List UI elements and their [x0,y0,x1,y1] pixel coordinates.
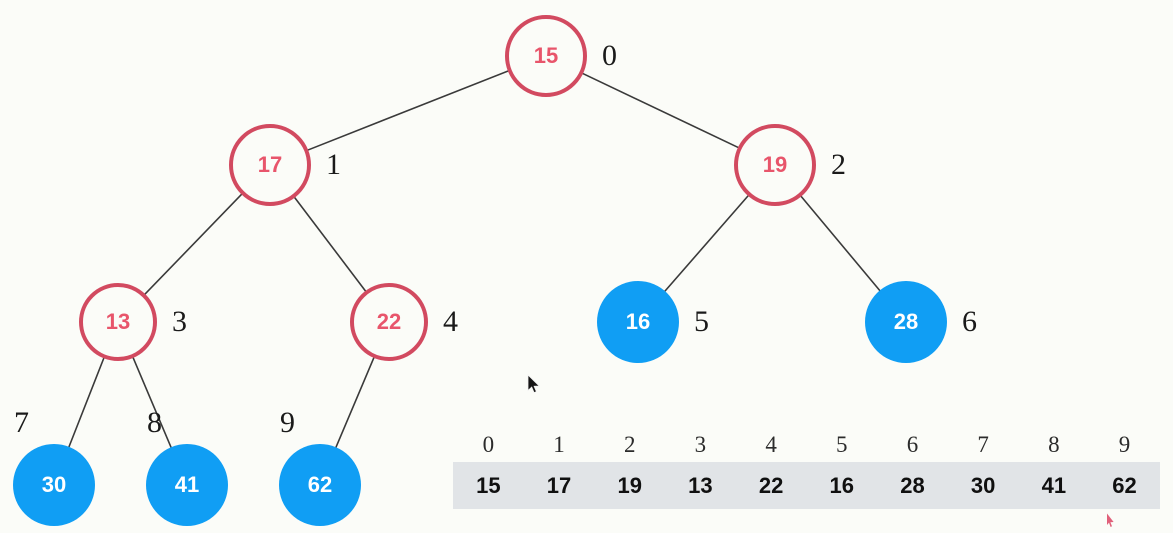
array-index-cell: 1 [553,432,565,457]
tree-node-index-label-2: 2 [831,148,846,181]
array-representation-table: 0 1 2 3 4 5 6 7 8 9 15 17 19 13 22 16 28 30 41 62 [453,428,1160,509]
tree-edge [67,357,105,449]
tree-node-value: 22 [376,309,402,334]
array-index-cell: 4 [765,432,777,457]
tree-edge [143,193,243,296]
tree-node-value: 30 [41,472,67,497]
tree-node-2[interactable]: 19 [734,124,816,206]
tree-edge [663,194,750,293]
array-index-cell: 3 [694,432,707,457]
array-value-cell[interactable]: 15 [476,472,501,498]
tree-node-9[interactable]: 62 [279,444,361,526]
array-value-cell[interactable]: 13 [688,472,713,498]
tree-node-index-label-0: 0 [602,39,617,72]
array-value-cell[interactable]: 41 [1041,472,1067,498]
tree-node-4[interactable]: 22 [350,283,428,361]
tree-node-value: 13 [105,309,131,334]
array-index-cell: 0 [482,432,495,457]
tree-node-index-label-3: 3 [172,305,187,338]
pink-pointer-marker-icon [1107,513,1114,527]
tree-edge [581,72,740,149]
tree-node-8[interactable]: 41 [146,444,228,526]
tree-node-value: 16 [625,309,651,334]
array-index-cell: 5 [836,432,848,457]
array-index-cell: 8 [1048,432,1060,457]
tree-node-index-label-5: 5 [694,305,709,338]
array-index-cell: 7 [977,432,989,457]
tree-node-5[interactable]: 16 [597,281,679,363]
tree-node-0[interactable]: 15 [505,15,587,97]
tree-node-index-label-4: 4 [443,305,458,338]
array-value-cell[interactable]: 19 [617,472,642,498]
array-value-cell[interactable]: 22 [758,472,784,498]
tree-node-index-label-9: 9 [280,406,295,439]
tree-node-value: 17 [257,152,283,177]
array-value-cell[interactable]: 30 [970,472,996,498]
tree-node-index-label-6: 6 [962,305,977,338]
tree-node-7[interactable]: 30 [13,444,95,526]
array-index-cell: 6 [906,432,919,457]
array-value-cell[interactable]: 17 [546,472,572,498]
array-index-cell: 9 [1118,432,1131,457]
tree-node-index-label-7: 7 [14,406,29,439]
tree-edge [334,356,375,449]
tree-node-index-label-8: 8 [147,406,162,439]
mouse-pointer-icon [527,374,541,394]
array-value-cell[interactable]: 28 [900,472,925,498]
tree-edge [306,69,510,152]
tree-node-value: 19 [762,152,788,177]
array-value-cell[interactable]: 62 [1112,472,1137,498]
tree-node-value: 15 [533,43,559,68]
array-value-row: 15 17 19 13 22 16 28 30 41 62 [453,462,1160,509]
tree-node-value: 28 [893,309,919,334]
tree-edge [800,195,881,292]
tree-node-6[interactable]: 28 [865,281,947,363]
array-index-cell: 2 [623,432,636,457]
tree-node-value: 62 [307,472,333,497]
tree-node-3[interactable]: 13 [79,283,157,361]
tree-node-value: 41 [174,472,200,497]
array-index-header-row: 0 1 2 3 4 5 6 7 8 9 [453,428,1160,462]
tree-node-1[interactable]: 17 [229,124,311,206]
tree-node-index-label-1: 1 [326,148,341,181]
array-value-cell[interactable]: 16 [829,472,855,498]
tree-edge [293,196,367,293]
